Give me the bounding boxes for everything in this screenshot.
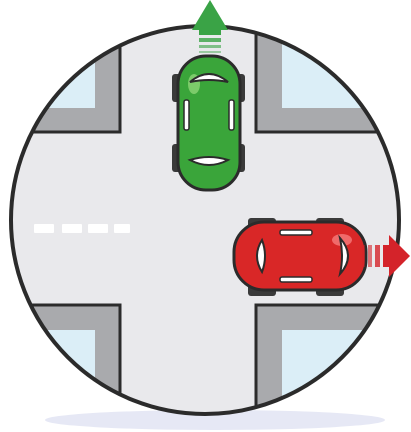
block-top-left bbox=[0, 0, 120, 132]
green-car bbox=[172, 56, 245, 190]
block-top-right bbox=[256, 0, 411, 132]
lane-markings bbox=[34, 224, 130, 233]
red-car bbox=[234, 218, 366, 296]
